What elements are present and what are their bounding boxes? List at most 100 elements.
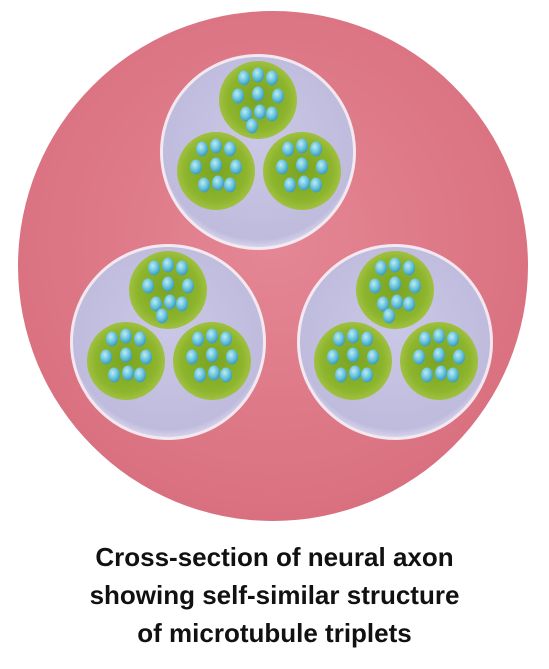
microtubule xyxy=(433,347,445,363)
microtubule-triplet xyxy=(314,322,392,400)
microtubule xyxy=(212,175,224,191)
microtubule xyxy=(389,257,401,273)
microtubule xyxy=(296,157,308,173)
microtubule xyxy=(176,260,188,276)
microtubule xyxy=(453,349,465,365)
microtubule xyxy=(108,367,120,383)
microtubule xyxy=(361,331,373,347)
bundles-layer xyxy=(70,54,493,440)
microtubule xyxy=(447,367,459,383)
microtubule xyxy=(230,159,242,175)
microtubule xyxy=(335,367,347,383)
microtubule xyxy=(226,349,238,365)
microtubule xyxy=(327,349,339,365)
microtubule-bundle xyxy=(297,244,493,440)
microtubule xyxy=(276,159,288,175)
microtubule xyxy=(349,365,361,381)
microtubule xyxy=(140,349,152,365)
microtubule-bundle xyxy=(160,54,356,250)
microtubule xyxy=(310,177,322,193)
microtubule xyxy=(252,67,264,83)
microtubule xyxy=(120,328,132,344)
microtubule xyxy=(206,347,218,363)
microtubule-triplet xyxy=(400,322,478,400)
microtubule xyxy=(252,86,264,102)
microtubule xyxy=(162,257,174,273)
microtubule xyxy=(403,296,415,312)
microtubule xyxy=(224,177,236,193)
microtubule xyxy=(196,141,208,157)
microtubule-triplet xyxy=(263,132,341,210)
microtubule xyxy=(377,296,389,312)
microtubule xyxy=(421,367,433,383)
microtubule xyxy=(254,104,266,120)
microtubule xyxy=(186,349,198,365)
microtubule xyxy=(403,260,415,276)
microtubule xyxy=(409,278,421,294)
microtubule xyxy=(316,159,328,175)
microtubule xyxy=(198,177,210,193)
microtubule xyxy=(156,308,168,324)
microtubule xyxy=(150,296,162,312)
microtubule xyxy=(106,331,118,347)
microtubule xyxy=(164,294,176,310)
microtubule xyxy=(206,328,218,344)
microtubule xyxy=(176,296,188,312)
microtubule xyxy=(284,177,296,193)
microtubule xyxy=(347,328,359,344)
microtubule xyxy=(224,141,236,157)
microtubule-triplet xyxy=(129,251,207,329)
microtubule xyxy=(134,367,146,383)
microtubule xyxy=(296,138,308,154)
microtubule xyxy=(266,106,278,122)
microtubule xyxy=(391,294,403,310)
microtubule xyxy=(120,347,132,363)
microtubule xyxy=(447,331,459,347)
microtubule xyxy=(389,276,401,292)
microtubule xyxy=(347,347,359,363)
axon-cross-section-diagram xyxy=(18,11,528,521)
microtubule xyxy=(232,88,244,104)
microtubule xyxy=(266,70,278,86)
microtubule xyxy=(194,367,206,383)
microtubule xyxy=(100,349,112,365)
microtubule xyxy=(134,331,146,347)
microtubule xyxy=(298,175,310,191)
microtubule xyxy=(182,278,194,294)
microtubule xyxy=(367,349,379,365)
microtubule xyxy=(142,278,154,294)
figure-caption: Cross-section of neural axon showing sel… xyxy=(0,538,549,658)
microtubule-triplet xyxy=(87,322,165,400)
microtubule xyxy=(210,138,222,154)
microtubule-triplet xyxy=(173,322,251,400)
microtubule xyxy=(333,331,345,347)
microtubule xyxy=(220,331,232,347)
microtubule xyxy=(282,141,294,157)
microtubule xyxy=(210,157,222,173)
microtubule xyxy=(383,308,395,324)
microtubule xyxy=(208,365,220,381)
caption-line-3: of microtubule triplets xyxy=(137,618,412,648)
microtubule xyxy=(272,88,284,104)
microtubule xyxy=(246,118,258,134)
microtubule xyxy=(419,331,431,347)
microtubule xyxy=(413,349,425,365)
caption-line-1: Cross-section of neural axon xyxy=(95,542,454,572)
microtubule xyxy=(238,70,250,86)
microtubule xyxy=(361,367,373,383)
microtubule xyxy=(190,159,202,175)
caption-line-2: showing self-similar structure xyxy=(89,580,460,610)
microtubule xyxy=(240,106,252,122)
microtubule-bundle xyxy=(70,244,266,440)
microtubule xyxy=(220,367,232,383)
microtubule xyxy=(310,141,322,157)
microtubule xyxy=(433,328,445,344)
microtubule-triplet xyxy=(177,132,255,210)
microtubule xyxy=(435,365,447,381)
microtubule xyxy=(375,260,387,276)
microtubule xyxy=(192,331,204,347)
microtubule xyxy=(369,278,381,294)
microtubule-triplet xyxy=(219,61,297,139)
microtubule-triplet xyxy=(356,251,434,329)
